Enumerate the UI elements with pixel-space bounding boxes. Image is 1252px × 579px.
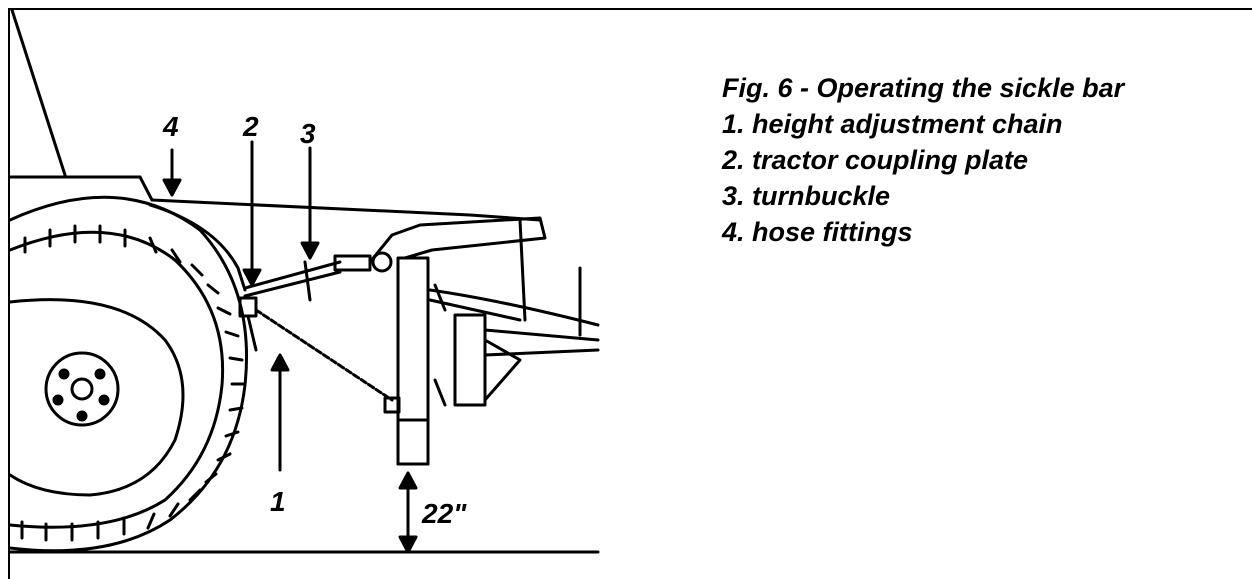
tractor-wheel bbox=[8, 195, 249, 553]
callout-arrows bbox=[162, 140, 418, 554]
callout-3-label: 3 bbox=[300, 118, 316, 149]
figure-frame bbox=[8, 8, 1252, 579]
dimension-22-label: 22" bbox=[422, 498, 467, 529]
legend-item-3: 3. turnbuckle bbox=[722, 181, 891, 211]
coupling-assembly bbox=[238, 251, 394, 402]
mower-frame bbox=[368, 216, 600, 466]
legend-item-4: 4. hose fittings bbox=[722, 217, 913, 247]
figure-caption-block: Fig. 6 - Operating the sickle bar 1. hei… bbox=[722, 70, 1124, 250]
callout-1-label: 1 bbox=[270, 486, 286, 517]
callout-4-label: 4 bbox=[163, 111, 179, 142]
callout-2-label: 2 bbox=[243, 111, 259, 142]
figure-caption: Fig. 6 - Operating the sickle bar bbox=[722, 73, 1125, 103]
legend-item-1: 1. height adjustment chain bbox=[722, 109, 1063, 139]
legend-item-2: 2. tractor coupling plate bbox=[722, 145, 1029, 175]
